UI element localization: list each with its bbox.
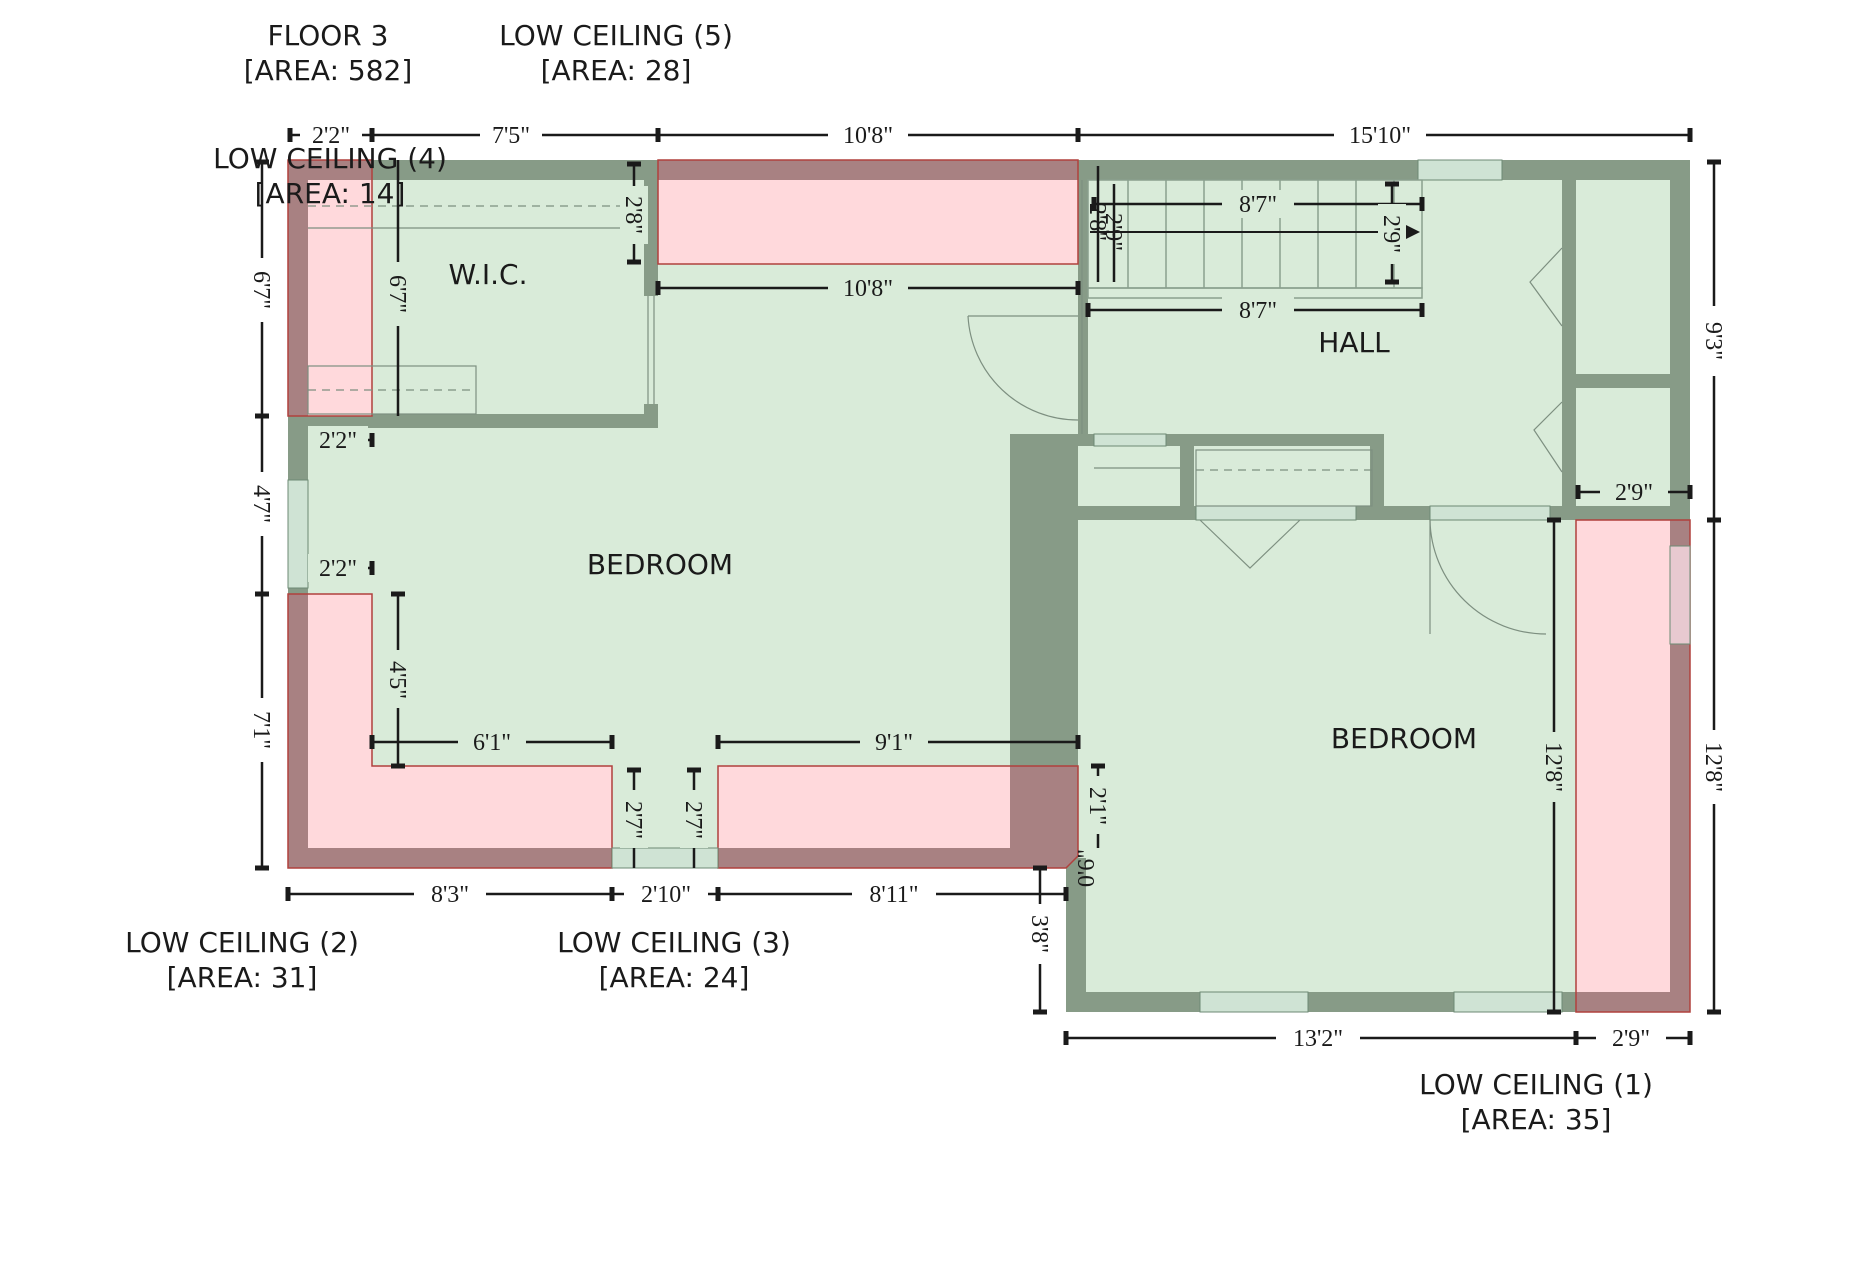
low-ceiling-1-area: [1576, 520, 1670, 992]
dim-bed2-height: 12'8": [1540, 742, 1566, 792]
dim-left-1: 6'7": [248, 271, 274, 309]
low-ceiling-2-name: LOW CEILING (2): [125, 926, 359, 959]
area-labels: FLOOR 3 [AREA: 582] LOW CEILING (5) [ARE…: [125, 19, 1653, 1136]
dim-right-2: 12'8": [1700, 742, 1726, 792]
dim-stairs-right: 2'9": [1378, 215, 1404, 253]
dimension-labels: 2'2" 7'5" 10'8" 15'10" 6'7" 4'7" 7'1" 8'…: [248, 120, 1728, 1053]
dim-top-4: 15'10": [1349, 123, 1411, 149]
dim-bottom-3: 8'11": [869, 882, 918, 908]
dim-step-3x8: 3'8": [1026, 915, 1052, 953]
dim-wic-height: 6'7": [384, 275, 410, 313]
floor-area: [AREA: 582]: [244, 54, 413, 87]
dim-top-1: 2'2": [312, 123, 350, 149]
dim-bed-9x1: 9'1": [875, 730, 913, 756]
dim-closet-2x9: 2'9": [1615, 480, 1653, 506]
room-label-bedroom-right: BEDROOM: [1331, 722, 1477, 755]
dim-stairs-left-a: 2'8": [1084, 203, 1110, 241]
dim-bottom-5: 2'9": [1612, 1026, 1650, 1052]
closet-shelves: [307, 180, 1373, 507]
dimension-lines: [255, 128, 1721, 1045]
low-ceiling-2-area: [308, 594, 612, 848]
dim-closet-width: 10'8": [843, 276, 893, 302]
room-label-hall: HALL: [1318, 326, 1390, 359]
dim-bed-2x7-b: 2'7": [680, 801, 706, 839]
low-ceiling-2-area-text: [AREA: 31]: [167, 961, 318, 994]
dim-right-1: 9'3": [1700, 322, 1726, 360]
dim-stairs-top: 8'7": [1239, 192, 1277, 218]
low-ceiling-5-area: [658, 180, 1078, 264]
room-label-wic: W.I.C.: [449, 258, 528, 291]
door-swings: [967, 247, 1563, 635]
low-ceiling-areas: [287, 159, 1691, 1013]
dim-bottom-4: 13'2": [1293, 1026, 1343, 1052]
dim-stairs-bottom: 8'7": [1239, 298, 1277, 324]
low-ceiling-1-name: LOW CEILING (1): [1419, 1068, 1653, 1101]
dim-bottom-1: 8'3": [431, 882, 469, 908]
dim-left-3: 7'1": [248, 711, 274, 749]
dim-bed-2x2-upper: 2'2": [319, 428, 357, 454]
room-labels: W.I.C. HALL BEDROOM BEDROOM: [449, 258, 1478, 755]
floor-name: FLOOR 3: [268, 19, 389, 52]
low-ceiling-5-name: LOW CEILING (5): [499, 19, 733, 52]
dim-wall-0x6: 0'6": [1074, 849, 1100, 887]
low-ceiling-3-area-text: [AREA: 24]: [599, 961, 750, 994]
low-ceiling-5-area-text: [AREA: 28]: [541, 54, 692, 87]
room-label-bedroom-left: BEDROOM: [587, 548, 733, 581]
windows: [287, 159, 1691, 1013]
low-ceiling-1-area-text: [AREA: 35]: [1461, 1103, 1612, 1136]
dim-left-2: 4'7": [248, 485, 274, 523]
low-ceiling-4-area-text: [AREA: 14]: [255, 177, 406, 210]
dim-bottom-2: 2'10": [641, 882, 691, 908]
dim-top-2: 7'5": [492, 123, 530, 149]
dim-bed-2x2-lower: 2'2": [319, 556, 357, 582]
dim-wall-2x1: 2'1": [1084, 787, 1110, 825]
dim-bed-2x7-a: 2'7": [620, 801, 646, 839]
dim-stairs-left-b: 2'9": [1100, 213, 1126, 251]
dim-wic-closet: 2'8": [620, 196, 646, 234]
low-ceiling-3-name: LOW CEILING (3): [557, 926, 791, 959]
low-ceiling-4-name: LOW CEILING (4): [213, 142, 447, 175]
low-ceiling-3-area: [718, 766, 1010, 848]
dim-bed-4x5: 4'5": [384, 661, 410, 699]
dim-bed-6x1: 6'1": [473, 730, 511, 756]
dim-top-3: 10'8": [843, 123, 893, 149]
low-ceiling-4-area: [308, 180, 372, 416]
